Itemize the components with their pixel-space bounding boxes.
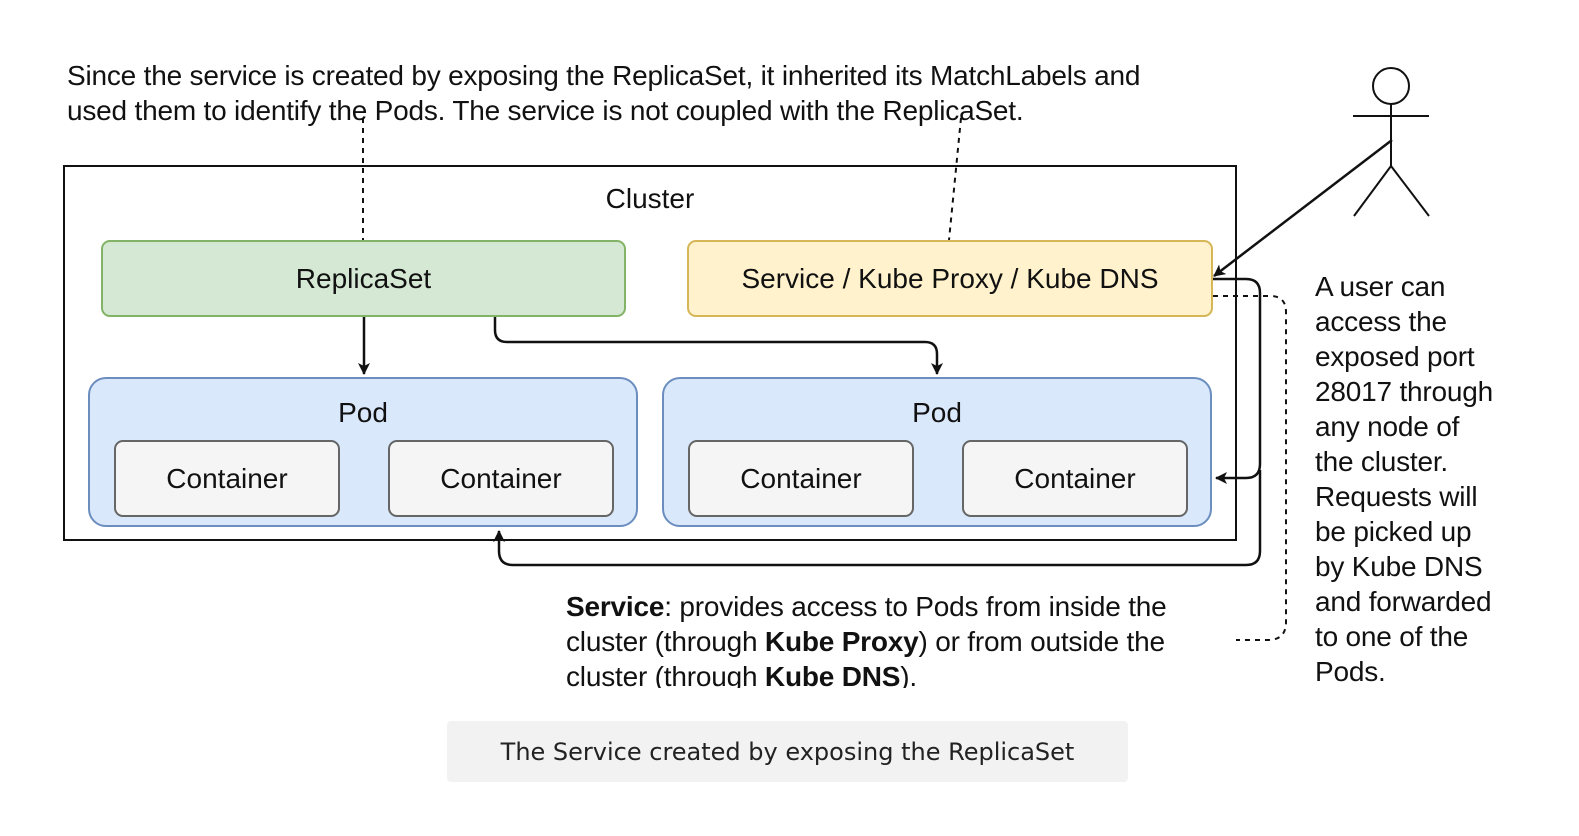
replicaset-box: ReplicaSet (101, 240, 626, 317)
service-note-text: : provides access to Pods from inside th… (664, 591, 1167, 622)
service-term: Service (566, 591, 665, 622)
service-explanation-note: Service: provides access to Pods from in… (566, 589, 1246, 688)
container-box: Container (688, 440, 914, 517)
service-note-text: ) or from outside the (918, 626, 1166, 657)
user-note-line: exposed port (1315, 341, 1475, 372)
service-note-line-2: cluster (through Kube Proxy) or from out… (566, 624, 1246, 659)
service-note-text: cluster (through (566, 661, 765, 688)
service-label: Service / Kube Proxy / Kube DNS (741, 262, 1159, 294)
pod-box: Pod Container Container (88, 377, 638, 527)
user-note-line: Pods. (1315, 656, 1386, 687)
service-note-text: ). (900, 661, 917, 688)
service-note-line-1: Service: provides access to Pods from in… (566, 589, 1246, 624)
kube-dns-term: Kube DNS (764, 661, 901, 688)
top-note-line-2: used them to identify the Pods. The serv… (67, 95, 1024, 126)
arrow-user-to-service (1213, 139, 1393, 277)
replicaset-label: ReplicaSet (295, 262, 432, 294)
container-box: Container (962, 440, 1188, 517)
pod-box: Pod Container Container (662, 377, 1212, 527)
service-note-line-3: cluster (through Kube DNS). (566, 659, 1246, 688)
caption-text: The Service created by exposing the Repl… (500, 737, 1075, 766)
user-note-line: the cluster. (1315, 446, 1449, 477)
figure-caption: The Service created by exposing the Repl… (447, 721, 1128, 782)
user-note-line: A user can (1315, 271, 1446, 302)
pod-title: Pod (338, 397, 388, 428)
user-actor-icon (1353, 67, 1430, 217)
user-note-line: to one of the (1315, 621, 1469, 652)
user-note-line: and forwarded (1315, 586, 1492, 617)
user-note-line: 28017 through (1315, 376, 1494, 407)
cluster-box (63, 165, 1237, 541)
container-label: Container (740, 462, 862, 494)
user-note-line: any node of (1315, 411, 1460, 442)
container-label: Container (1014, 462, 1136, 494)
user-note-line: access the (1315, 306, 1447, 337)
service-note-text: cluster (through (566, 626, 765, 657)
kube-proxy-term: Kube Proxy (764, 626, 919, 657)
user-note-line: be picked up (1315, 516, 1472, 547)
container-box: Container (388, 440, 614, 517)
container-label: Container (440, 462, 562, 494)
container-label: Container (166, 462, 288, 494)
replicaset-service-note: Since the service is created by exposing… (67, 58, 1267, 128)
user-access-note: A user can access the exposed port 28017… (1315, 269, 1575, 689)
container-box: Container (114, 440, 340, 517)
user-note-line: by Kube DNS (1315, 551, 1483, 582)
pod-title: Pod (912, 397, 962, 428)
service-box: Service / Kube Proxy / Kube DNS (687, 240, 1213, 317)
top-note-line-1: Since the service is created by exposing… (67, 60, 1141, 91)
cluster-title: Cluster (605, 183, 695, 214)
user-note-line: Requests will (1315, 481, 1478, 512)
